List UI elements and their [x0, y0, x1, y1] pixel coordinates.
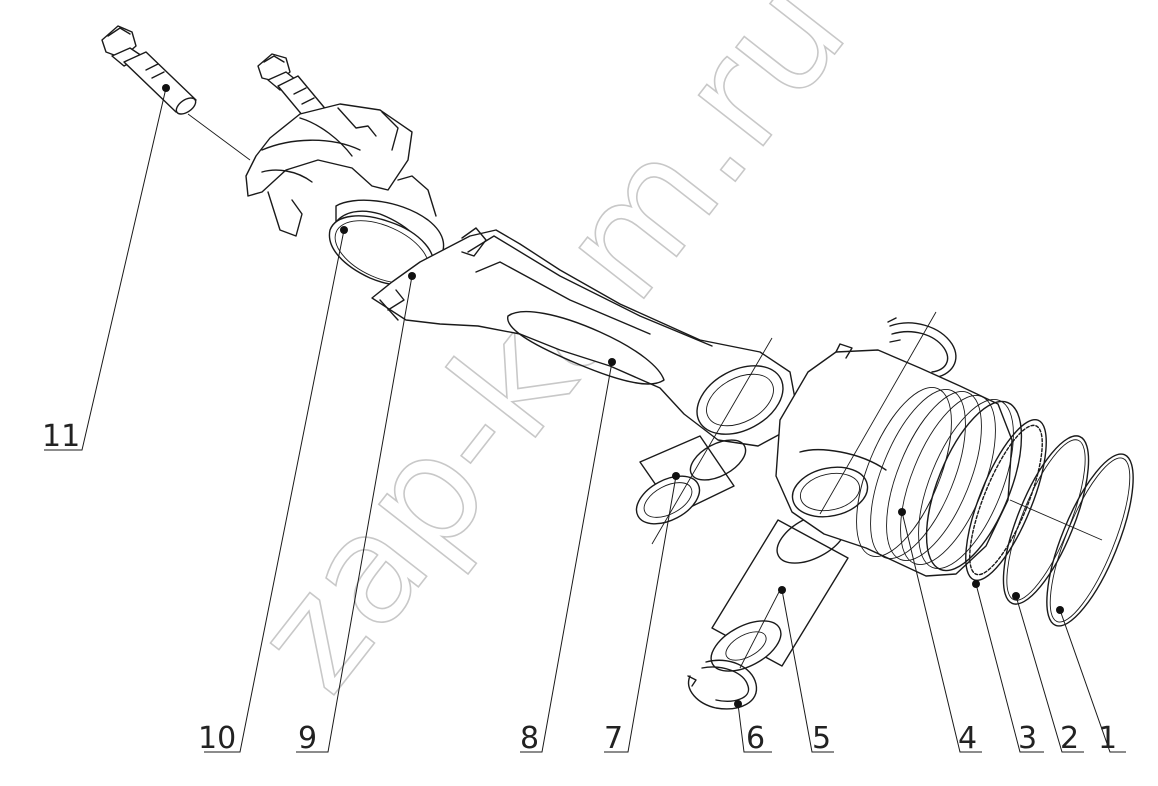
leader-lines	[44, 84, 1126, 753]
circlip-lower	[687, 659, 758, 710]
piston-ring-top	[1046, 453, 1134, 627]
circlip-upper	[887, 317, 957, 379]
callout-3: 3	[1018, 721, 1037, 756]
callout-1: 1	[1098, 721, 1117, 756]
callout-4: 4	[958, 721, 977, 756]
small-end-bushing	[635, 435, 747, 525]
callout-7: 7	[604, 721, 623, 756]
connecting-rod-cap	[245, 103, 413, 237]
callout-10: 10	[198, 721, 236, 756]
piston	[775, 343, 1023, 577]
callout-5: 5	[812, 721, 831, 756]
callout-11: 11	[42, 419, 80, 454]
callout-8: 8	[520, 721, 539, 756]
connecting-rod	[371, 227, 797, 447]
callout-2: 2	[1060, 721, 1079, 756]
callout-9: 9	[298, 721, 317, 756]
connecting-rod-bolt-left	[101, 25, 197, 115]
callout-6: 6	[746, 721, 765, 756]
piston-ring-oil	[965, 418, 1047, 582]
